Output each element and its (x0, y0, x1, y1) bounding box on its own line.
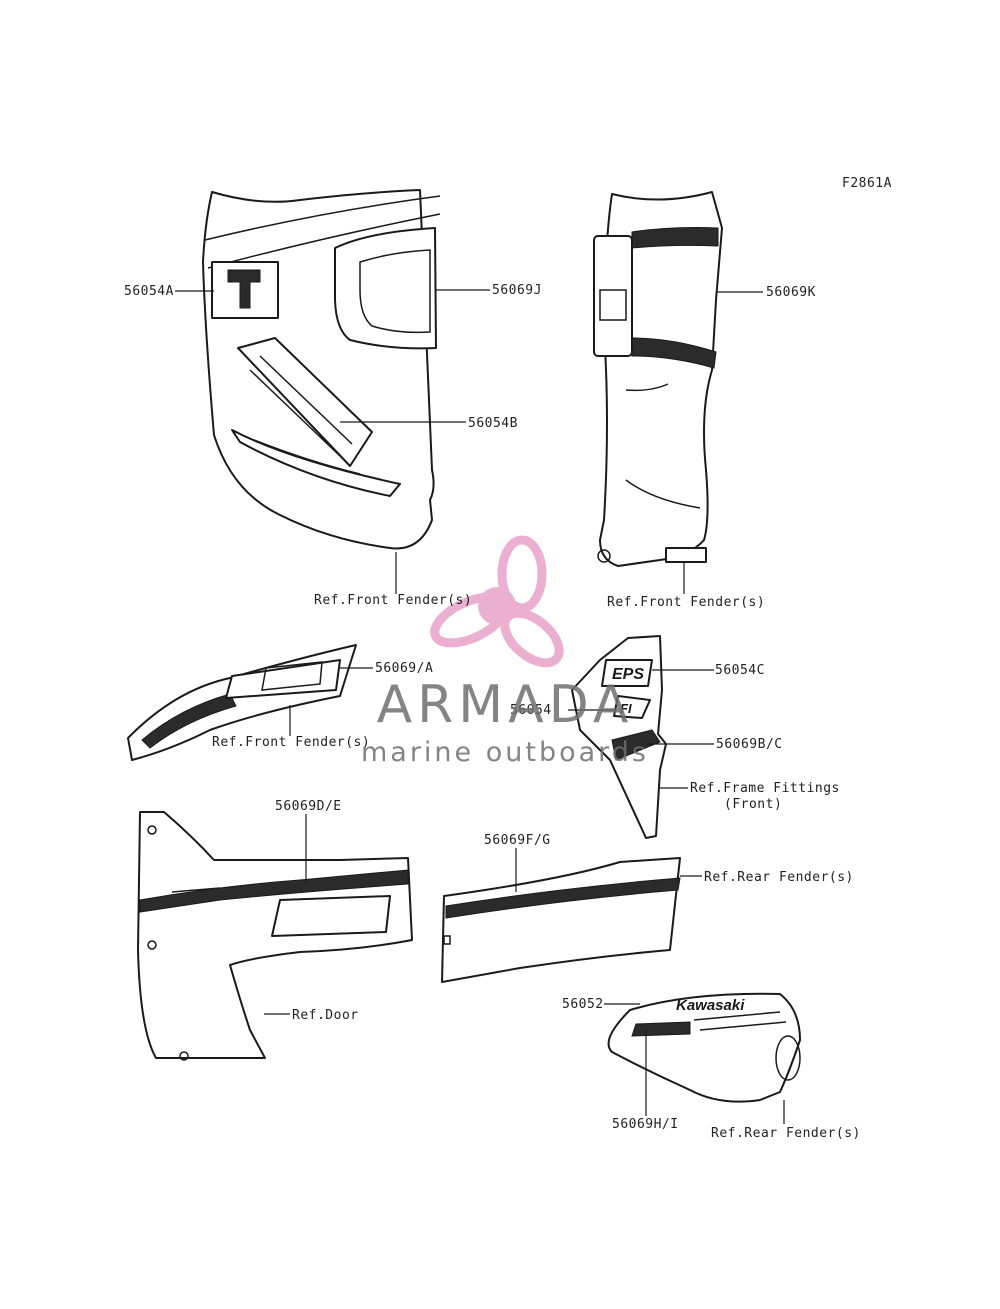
ref-rear-fender-middle: Ref.Rear Fender(s) (704, 870, 854, 885)
fi-text: FI (620, 701, 632, 716)
callout-56069BC: 56069B/C (716, 737, 783, 752)
ref-front-fender-top-left: Ref.Front Fender(s) (314, 593, 473, 608)
callout-56054: 56054 (510, 703, 552, 718)
eps-text: EPS (612, 666, 644, 683)
ref-door: Ref.Door (292, 1008, 359, 1023)
leader-lines (175, 289, 785, 1124)
callout-56054C: 56054C (715, 663, 765, 678)
model-800-decal (334, 227, 437, 350)
front-fender-decal-strip (127, 644, 357, 761)
ref-front-fender-middle: Ref.Front Fender(s) (212, 735, 371, 750)
front-fender-left-panel (202, 189, 441, 550)
eps-badge (601, 659, 653, 687)
fi-badge (613, 695, 651, 719)
figure-code: F2861A (842, 176, 892, 191)
callout-56069J: 56069J (492, 283, 542, 298)
ref-frame-fittings: Ref.Frame Fittings (690, 781, 840, 796)
ref-frame-fittings-front: (Front) (724, 797, 783, 812)
rear-fender-kawasaki-panel: Kawasaki (607, 992, 801, 1103)
callout-56052: 56052 (562, 997, 604, 1012)
side-badge-decal (593, 235, 633, 357)
callout-56069FG: 56069F/G (484, 833, 551, 848)
callout-56069DE: 56069D/E (275, 799, 342, 814)
callout-56054B: 56054B (468, 416, 518, 431)
rear-fender-decal-strip (441, 857, 681, 983)
frame-fitting-eps-panel: EPS FI (571, 635, 667, 839)
armada-propeller-logo (430, 535, 564, 668)
callout-56069A: 56069/A (375, 661, 434, 676)
kawasaki-logo-text: Kawasaki (676, 997, 745, 1014)
ref-front-fender-top-right: Ref.Front Fender(s) (607, 595, 766, 610)
front-fender-right-panel (593, 191, 723, 567)
door-decal-panel (137, 811, 413, 1061)
callout-56069K: 56069K (766, 285, 816, 300)
callout-56069HI: 56069H/I (612, 1117, 679, 1132)
callout-56054A: 56054A (124, 284, 174, 299)
mule-pro-fx-decal (237, 337, 373, 467)
ref-rear-fender-bottom: Ref.Rear Fender(s) (711, 1126, 861, 1141)
